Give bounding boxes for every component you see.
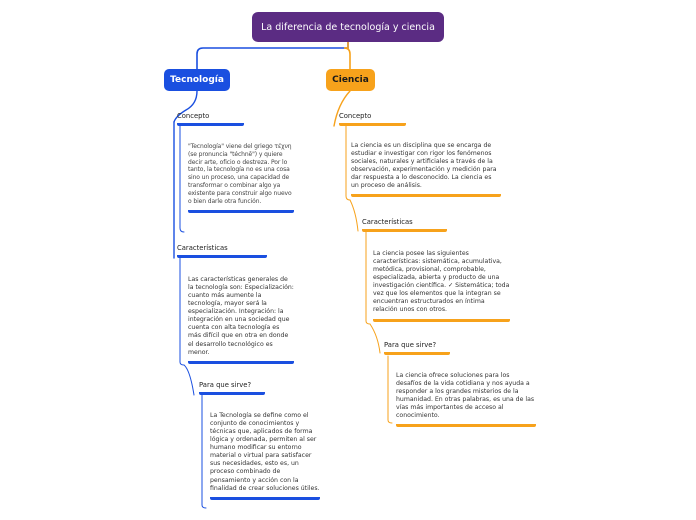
connector-root-tecnologia: [196, 41, 349, 70]
cie-para-que-label[interactable]: Para que sirve?: [384, 342, 450, 355]
tec-concepto-text-body: "Tecnología" viene del griego τέχνη (se …: [188, 143, 292, 205]
connector-cie-caract-text: [365, 231, 371, 325]
tec-concepto-text[interactable]: "Tecnología" viene del griego τέχνη (se …: [188, 143, 294, 214]
cie-caracteristicas-label-text: Características: [362, 218, 413, 226]
cie-caracteristicas-text-body: La ciencia posee las siguientes caracter…: [373, 250, 510, 314]
topic-ciencia-title: Ciencia: [332, 75, 369, 85]
cie-para-que-text-body: La ciencia ofrece soluciones para los de…: [396, 372, 535, 420]
root-title: La diferencia de tecnología y ciencia: [261, 21, 435, 33]
tec-para-que-text[interactable]: La Tecnología se define como el conjunto…: [210, 412, 320, 500]
connector-cie-concepto: [333, 90, 351, 127]
tec-caracteristicas-label-text: Características: [177, 244, 228, 252]
connector-cie-concepto-text: [345, 123, 351, 201]
connector-tec-concepto: [173, 90, 198, 123]
connector-cie-para-que: [369, 323, 381, 354]
connector-cie-caract: [349, 199, 359, 232]
connector-root-ciencia: [343, 41, 351, 70]
connector-tec-para-que-text: [201, 394, 207, 509]
topic-tecnologia-title: Tecnología: [170, 75, 224, 85]
cie-concepto-label-text: Concepto: [339, 112, 372, 120]
tec-concepto-label[interactable]: Concepto: [177, 113, 244, 126]
connector-tec-caract-text: [179, 257, 185, 366]
tec-caracteristicas-text[interactable]: Las características generales de la tecn…: [188, 276, 294, 364]
cie-para-que-label-text: Para que sirve?: [384, 341, 437, 349]
root-topic[interactable]: La diferencia de tecnología y ciencia: [252, 12, 444, 42]
cie-concepto-label[interactable]: Concepto: [339, 113, 406, 126]
tec-para-que-label[interactable]: Para que sirve?: [199, 382, 265, 395]
topic-ciencia[interactable]: Ciencia: [326, 69, 375, 91]
cie-para-que-text[interactable]: La ciencia ofrece soluciones para los de…: [396, 372, 536, 428]
cie-concepto-text-body: La ciencia es un disciplina que se encar…: [351, 142, 497, 190]
tec-para-que-text-body: La Tecnología se define como el conjunto…: [210, 412, 320, 492]
cie-caracteristicas-text[interactable]: La ciencia posee las siguientes caracter…: [373, 250, 510, 322]
tec-caracteristicas-text-body: Las características generales de la tecn…: [188, 276, 294, 356]
cie-caracteristicas-label[interactable]: Características: [362, 219, 447, 232]
connector-cie-para-que-text: [387, 355, 393, 424]
topic-tecnologia[interactable]: Tecnología: [164, 69, 230, 91]
connector-tec-concepto-text: [179, 124, 185, 233]
tec-caracteristicas-label[interactable]: Características: [177, 245, 267, 258]
tec-para-que-label-text: Para que sirve?: [199, 381, 252, 389]
tec-concepto-label-text: Concepto: [177, 112, 210, 120]
cie-concepto-text[interactable]: La ciencia es un disciplina que se encar…: [351, 142, 501, 198]
connector-tec-para-que: [183, 364, 195, 396]
